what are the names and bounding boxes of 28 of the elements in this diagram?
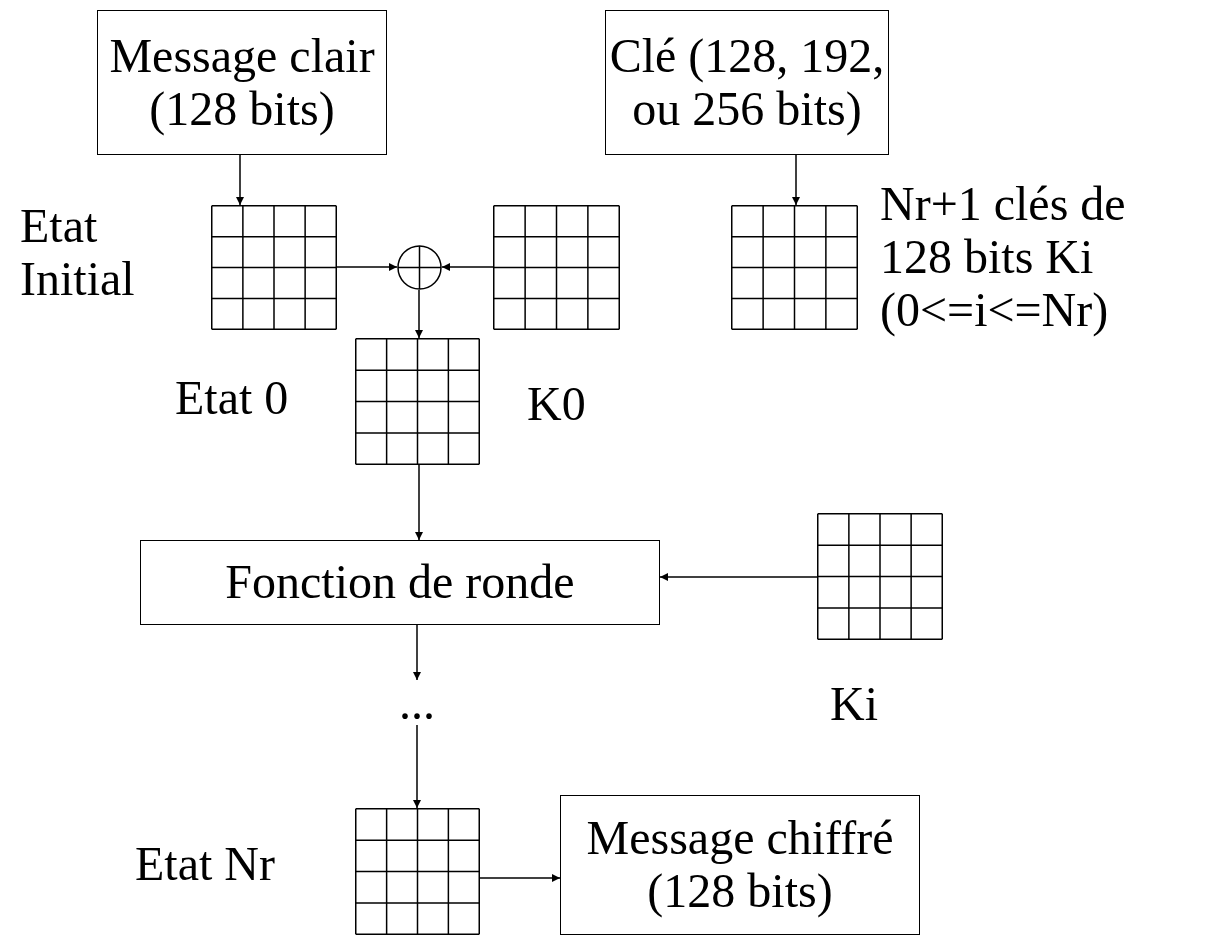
arrow: [792, 154, 800, 206]
matrix-grid: [355, 338, 480, 465]
matrix-grid: [731, 205, 858, 330]
arrow: [236, 154, 244, 206]
matrix-grid: [211, 205, 337, 330]
arrow: [415, 464, 423, 541]
arrow: [415, 289, 423, 339]
node-caption: Nr+1 clés de 128 bits Ki (0<=i<=Nr): [880, 178, 1127, 337]
matrix-grid: [355, 808, 480, 935]
matrix-grid: [817, 513, 943, 640]
process-box: Message clair (128 bits): [97, 10, 387, 155]
arrow: [413, 624, 421, 681]
node-caption: Etat Nr: [135, 838, 276, 891]
arrow: [413, 724, 421, 809]
xor-symbol: [397, 245, 442, 290]
node-caption: Etat 0: [175, 372, 290, 425]
node-caption: Ki: [830, 678, 879, 731]
ellipsis-text: ...: [387, 680, 447, 725]
arrow: [479, 874, 561, 882]
arrow: [336, 263, 398, 271]
process-box: Clé (128, 192, ou 256 bits): [605, 10, 889, 155]
process-box: Fonction de ronde: [140, 540, 660, 625]
node-caption: K0: [527, 378, 587, 431]
node-caption: Etat Initial: [20, 200, 136, 306]
matrix-grid: [493, 205, 620, 330]
arrow: [659, 573, 818, 581]
arrow: [441, 263, 494, 271]
process-box: Message chiffré (128 bits): [560, 795, 920, 935]
